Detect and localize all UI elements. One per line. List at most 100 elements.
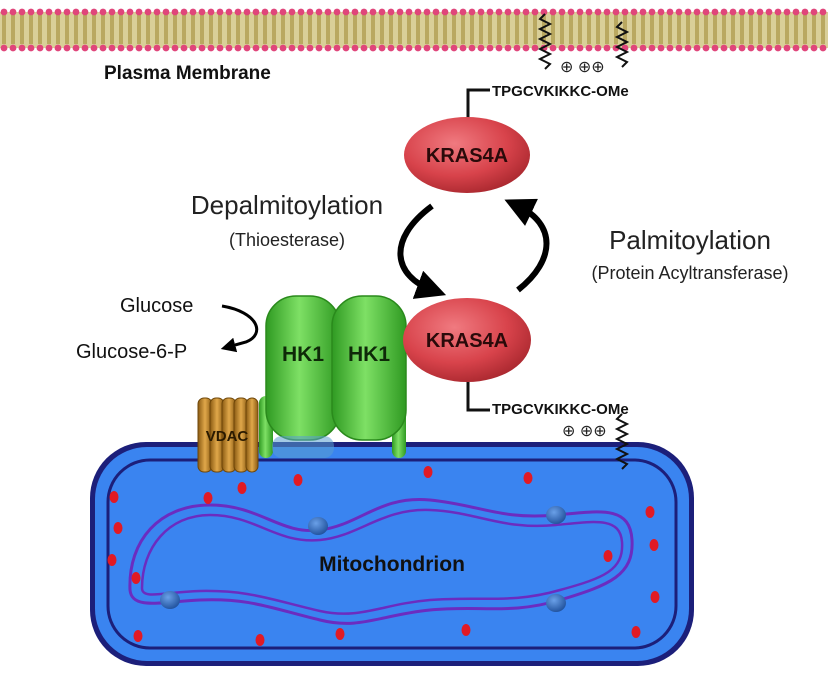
membrane-anchor-squiggle-right: [614, 21, 630, 68]
matrix-particle: [131, 572, 141, 584]
lipid-head: [234, 8, 242, 16]
lipid-tail: [461, 14, 465, 44]
lipid-head: [198, 44, 206, 52]
lipid-head: [324, 8, 332, 16]
lipid-head: [225, 44, 233, 52]
lipid-head: [729, 8, 737, 16]
lipid-head: [819, 44, 827, 52]
lipid-head: [405, 44, 413, 52]
lipid-head: [774, 44, 782, 52]
lipid-tail: [2, 14, 6, 44]
lipid-head: [666, 8, 674, 16]
lipid-head: [81, 8, 89, 16]
lipid-head: [207, 44, 215, 52]
lipid-head: [387, 44, 395, 52]
kras4a-bottom-label: KRAS4A: [426, 330, 508, 352]
lipid-head: [387, 8, 395, 16]
lipid-head: [72, 44, 80, 52]
lipid-head: [297, 44, 305, 52]
lipid-head: [63, 8, 71, 16]
lipid-head: [18, 44, 26, 52]
lipid-tail: [677, 14, 681, 44]
depalmitoylation-arrow: [397, 203, 447, 299]
lipid-tail: [263, 14, 267, 44]
lipid-tail: [398, 14, 402, 44]
matrix-particle: [109, 491, 119, 503]
lipid-head: [585, 44, 593, 52]
lipid-head: [153, 8, 161, 16]
lipid-head: [261, 8, 269, 16]
lipid-head: [234, 44, 242, 52]
lipid-tail: [497, 14, 501, 44]
lipid-head: [486, 8, 494, 16]
lipid-head: [180, 8, 188, 16]
lipid-tail: [254, 14, 258, 44]
lipid-head: [45, 44, 53, 52]
lipid-head: [108, 44, 116, 52]
lipid-head: [351, 44, 359, 52]
lipid-head: [612, 8, 620, 16]
lipid-tail: [38, 14, 42, 44]
matrix-particle: [203, 492, 213, 504]
lipid-tail: [272, 14, 276, 44]
lipid-head: [432, 8, 440, 16]
lipid-head: [405, 8, 413, 16]
matrix-particle: [133, 630, 143, 642]
lipid-head: [648, 8, 656, 16]
lipid-head: [279, 8, 287, 16]
lipid-head: [297, 8, 305, 16]
lipid-tail: [443, 14, 447, 44]
kras4a-bottom: [403, 298, 531, 382]
lipid-head: [396, 44, 404, 52]
lipid-head: [351, 8, 359, 16]
plasma-membrane-label: Plasma Membrane: [104, 63, 271, 84]
lipid-head: [594, 44, 602, 52]
lipid-head: [99, 44, 107, 52]
lipid-head: [180, 44, 188, 52]
lipid-head: [144, 44, 152, 52]
lipid-head: [0, 44, 8, 52]
lipid-head: [333, 44, 341, 52]
cristae: [128, 497, 634, 625]
lipid-head: [513, 44, 521, 52]
lipid-head: [54, 44, 62, 52]
lipid-head: [522, 44, 530, 52]
lipid-head: [0, 8, 8, 16]
lipid-head: [81, 44, 89, 52]
lipid-head: [279, 44, 287, 52]
lipid-tail: [767, 14, 771, 44]
lipid-tail: [821, 14, 825, 44]
lipid-head: [540, 8, 548, 16]
lipid-tail: [605, 14, 609, 44]
cristae-inner: [140, 508, 624, 615]
lipid-head: [315, 8, 323, 16]
lipid-tail: [299, 14, 303, 44]
glucose-label: Glucose: [120, 295, 193, 317]
lipid-head: [171, 8, 179, 16]
matrix-particle: [631, 626, 641, 638]
lipid-head: [189, 8, 197, 16]
lipid-head: [252, 44, 260, 52]
lipid-head: [666, 44, 674, 52]
lipid-head: [756, 44, 764, 52]
lipid-tail: [623, 14, 627, 44]
lipid-head: [432, 44, 440, 52]
lipid-head: [396, 8, 404, 16]
lipid-head: [216, 8, 224, 16]
lipid-head: [558, 8, 566, 16]
lipid-tail: [695, 14, 699, 44]
lipid-head: [648, 44, 656, 52]
lipid-tail: [470, 14, 474, 44]
lipid-head: [117, 8, 125, 16]
lipid-head: [576, 44, 584, 52]
lipid-head: [477, 44, 485, 52]
tether-top: [466, 88, 490, 124]
lipid-head: [774, 8, 782, 16]
lipid-tail: [785, 14, 789, 44]
lipid-head: [45, 8, 53, 16]
lipid-tail: [524, 14, 528, 44]
lipid-head: [792, 44, 800, 52]
lipid-head: [495, 8, 503, 16]
lipid-tail: [209, 14, 213, 44]
lipid-head: [549, 8, 557, 16]
